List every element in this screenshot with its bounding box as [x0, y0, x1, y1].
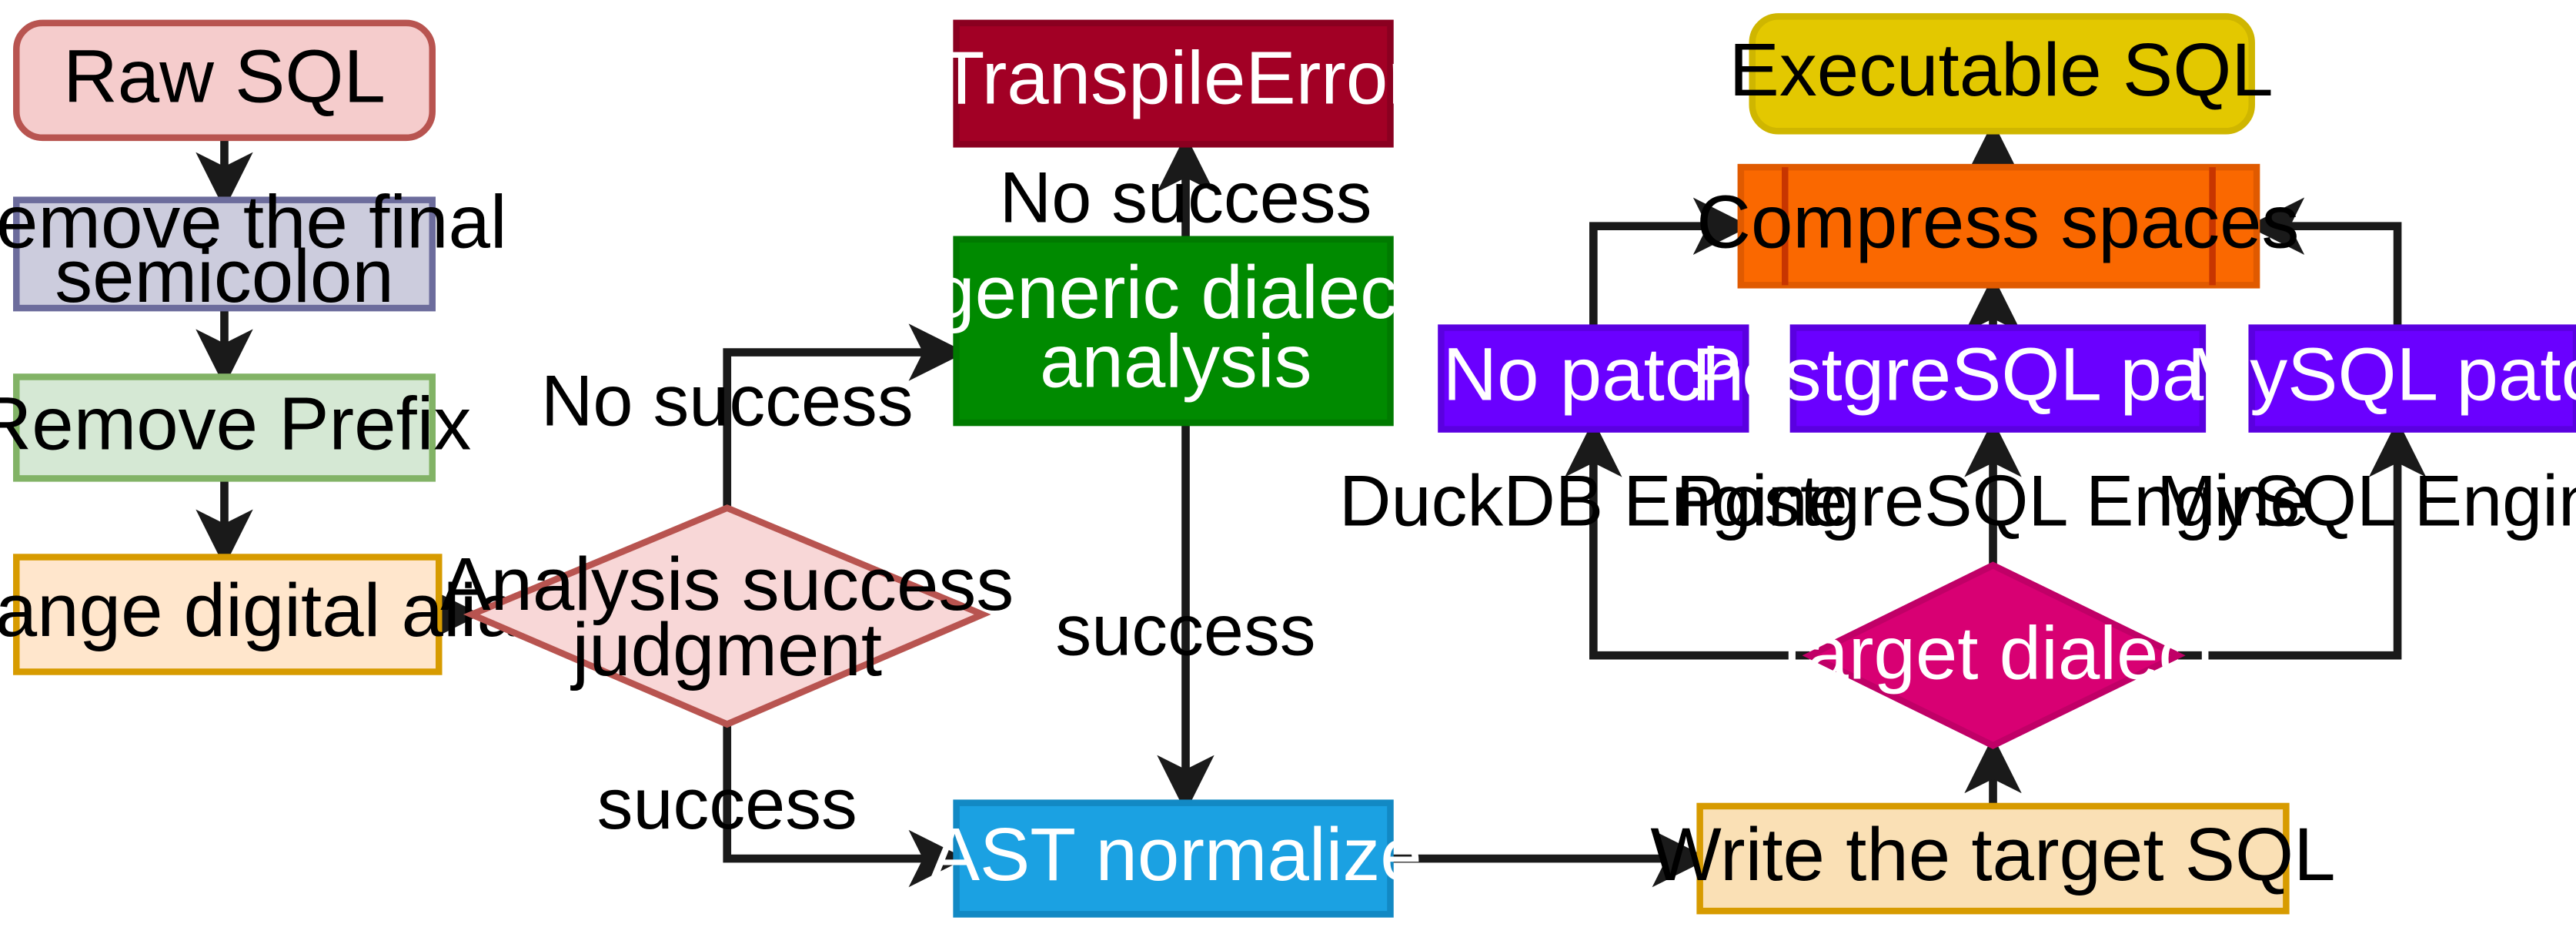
postgresql-patch-shape[interactable] — [1789, 324, 2207, 433]
transpile-error-shape[interactable] — [953, 19, 1394, 148]
executable-sql-shape[interactable] — [1749, 13, 2255, 135]
mysql-patch-shape[interactable] — [2248, 324, 2576, 433]
edge-targetdialect-duckdb-to-nopatch — [1565, 420, 1810, 660]
edge-label-judgment-success: success — [597, 763, 857, 844]
node-remove-prefix[interactable]: Remove Prefix — [0, 373, 471, 482]
compress-spaces-label: Compress spaces — [1696, 179, 2299, 264]
raw-sql-label: Raw SQL — [63, 33, 386, 118]
generic-dialect-analysis-label-line1: generic dialect — [933, 249, 1418, 334]
node-write-target-sql[interactable]: Write the target SQL — [1650, 802, 2336, 915]
ast-normalize-shape[interactable] — [953, 799, 1394, 918]
mysql-patch-label: MySQL patch — [2187, 332, 2576, 417]
node-target-dialect[interactable]: Target dialect — [1769, 561, 2217, 749]
remove-final-semicolon-label-line2: semicolon — [55, 233, 394, 318]
no-patch-shape[interactable] — [1438, 324, 1749, 433]
generic-dialect-analysis-shape[interactable] — [953, 236, 1394, 427]
ast-normalize-label: AST normalize — [930, 812, 1422, 896]
edge-judgment-success-to-astnormalize — [723, 724, 967, 888]
remove-prefix-shape[interactable] — [13, 373, 436, 482]
node-executable-sql[interactable]: Executable SQL — [1729, 13, 2274, 135]
analysis-success-judgment-shape[interactable] — [463, 504, 991, 728]
edge-label-duckdb-engine: DuckDB Engine — [1339, 460, 1848, 541]
transpile-error-label: TranspileError — [939, 35, 1413, 119]
node-generic-dialect-analysis[interactable]: generic dialect analysis — [933, 236, 1418, 427]
analysis-success-judgment-label-line1: Analysis success — [440, 541, 1014, 626]
edge-labels-layer: No success success No success success Du… — [541, 157, 2576, 844]
executable-sql-label: Executable SQL — [1729, 27, 2274, 112]
edge-label-mysql-engine: MySQL Engine — [2157, 460, 2576, 541]
remove-final-semicolon-shape[interactable] — [13, 196, 436, 312]
compress-spaces-shape[interactable] — [1737, 163, 2260, 289]
remove-prefix-label: Remove Prefix — [0, 380, 471, 465]
edge-nopatch-to-compressspaces — [1589, 197, 1751, 328]
raw-sql-shape[interactable] — [13, 19, 436, 142]
node-ast-normalize[interactable]: AST normalize — [930, 799, 1422, 918]
node-no-patch[interactable]: No patch — [1438, 324, 1749, 433]
edge-label-dialect-success: success — [1055, 589, 1315, 670]
target-dialect-label: Target dialect — [1769, 610, 2217, 695]
edge-mysqlpatch-to-compressspaces — [2247, 197, 2402, 328]
edge-label-postgresql-engine: PostgreSQL Engine — [1676, 460, 2310, 541]
no-patch-label: No patch — [1442, 332, 1744, 417]
remove-final-semicolon-label-line1: Remove the final — [0, 179, 507, 264]
write-target-sql-label: Write the target SQL — [1650, 812, 2335, 896]
node-transpile-error[interactable]: TranspileError — [939, 19, 1413, 148]
node-analysis-success-judgment[interactable]: Analysis success judgment — [440, 504, 1014, 728]
edge-label-judgment-no-success: No success — [541, 360, 914, 441]
node-compress-spaces[interactable]: Compress spaces — [1696, 163, 2299, 289]
node-remove-final-semicolon[interactable]: Remove the final semicolon — [0, 179, 507, 318]
write-target-sql-shape[interactable] — [1696, 802, 2290, 915]
generic-dialect-analysis-label-line2: analysis — [1040, 319, 1312, 403]
analysis-success-judgment-label-line2: judgment — [570, 607, 882, 691]
node-raw-sql[interactable]: Raw SQL — [13, 19, 436, 142]
edge-judgment-nosuccess-to-genericdialect — [723, 323, 967, 508]
target-dialect-shape[interactable] — [1802, 561, 2186, 749]
node-mysql-patch[interactable]: MySQL patch — [2187, 324, 2576, 433]
change-digital-alias-label: Change digital alias — [0, 567, 556, 652]
postgresql-patch-label: PostgreSQL patch — [1692, 332, 2304, 417]
edges-layer — [195, 121, 2427, 888]
edge-label-dialect-no-success: No success — [1000, 157, 1372, 238]
edge-targetdialect-mysql-to-mysqlpatch — [2177, 420, 2427, 660]
node-change-digital-alias[interactable]: Change digital alias — [0, 554, 556, 675]
change-digital-alias-shape[interactable] — [13, 554, 443, 675]
node-postgresql-patch[interactable]: PostgreSQL patch — [1692, 324, 2304, 433]
